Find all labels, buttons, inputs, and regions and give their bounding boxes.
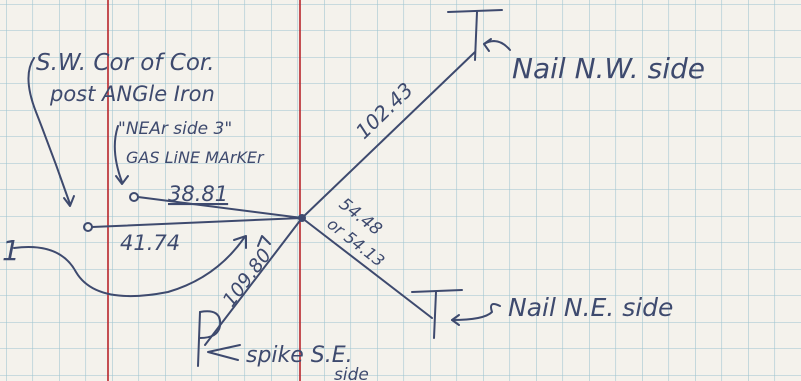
sw-corner-note-line2: post ANGle Iron bbox=[49, 82, 215, 106]
corner-post-point bbox=[83, 222, 93, 232]
gas-marker-note-line2: GAS LiNE MArKEr bbox=[126, 148, 265, 167]
se-spike-label-line2: side bbox=[334, 365, 369, 381]
nw-nail-symbol-marks bbox=[447, 9, 511, 61]
leader-point-1 bbox=[13, 237, 245, 298]
se-spike-label-line1: spike S.E. bbox=[246, 343, 353, 368]
leader-gas-marker bbox=[113, 125, 123, 183]
traverse-lines bbox=[91, 51, 476, 346]
nw-nail-label: Nail N.W. side bbox=[512, 52, 705, 85]
sw-corner-note-line1: S.W. Cor of Cor. bbox=[36, 50, 215, 76]
distance-gas-marker: 38.81 bbox=[168, 182, 228, 206]
instrument-hub-point bbox=[298, 214, 306, 222]
leader-sw-corner bbox=[27, 57, 71, 205]
ne-nail-label: Nail N.E. side bbox=[508, 293, 673, 322]
gas-marker-note-line1: "NEAr side 3" bbox=[118, 119, 232, 139]
se-spike-symbol-marks bbox=[197, 310, 241, 367]
line-to-ne-nail bbox=[301, 217, 433, 319]
distance-corner-post: 41.74 bbox=[120, 231, 180, 255]
point-number-label: 1 bbox=[2, 234, 20, 267]
line-to-gas-marker bbox=[137, 196, 303, 219]
gas-marker-point bbox=[129, 192, 139, 202]
ne-nail-symbol-marks bbox=[411, 289, 501, 339]
leader-arrows bbox=[13, 57, 271, 298]
line-to-nw-nail bbox=[301, 51, 476, 219]
line-to-corner-post bbox=[91, 217, 303, 228]
line-to-se-spike bbox=[204, 217, 303, 346]
